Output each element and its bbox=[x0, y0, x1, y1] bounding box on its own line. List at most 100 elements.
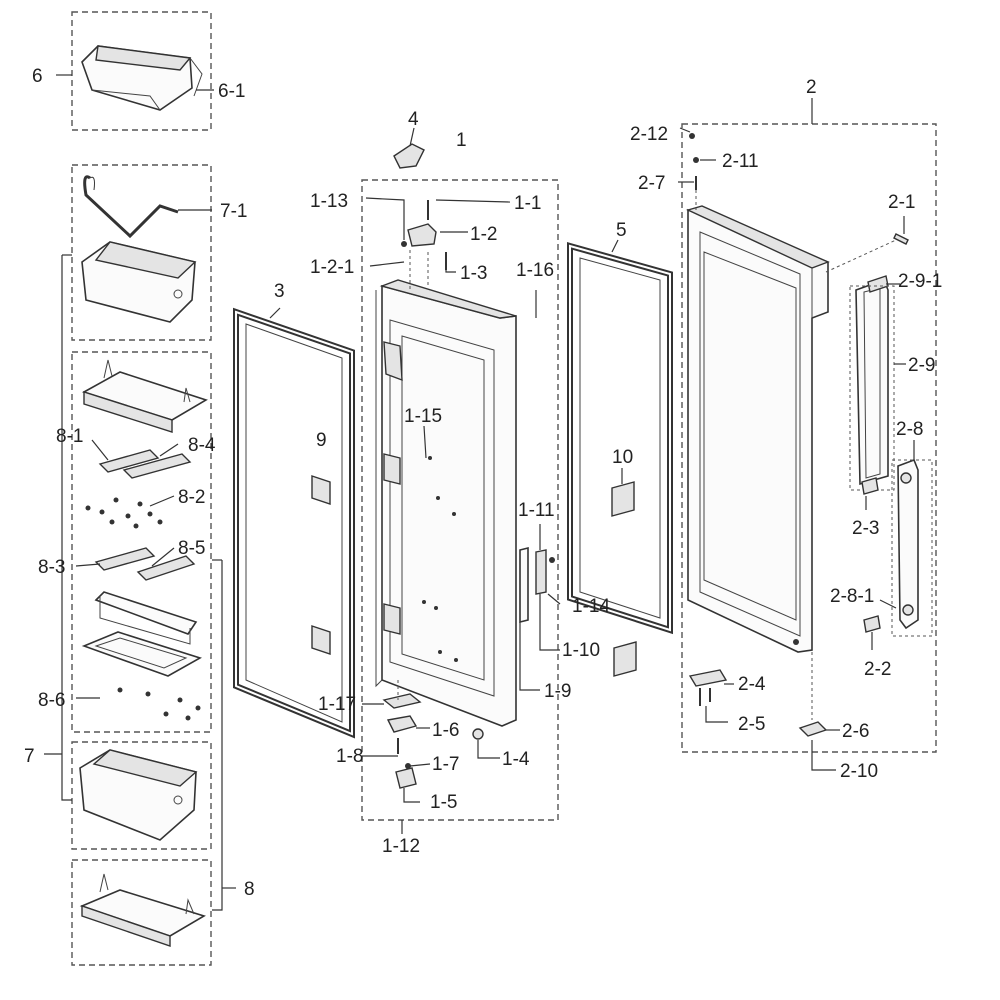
label-2-10: 2-10 bbox=[840, 761, 878, 782]
outer-door-2 bbox=[686, 205, 830, 653]
label-7-1: 7-1 bbox=[220, 201, 247, 222]
door-bin-7-lower bbox=[79, 749, 198, 841]
handle-2-8 bbox=[897, 458, 919, 630]
label-1-13: 1-13 bbox=[310, 191, 348, 212]
door-bin-7-upper bbox=[81, 241, 197, 323]
pin-2-11 bbox=[693, 157, 699, 163]
hinge-cover-4 bbox=[393, 143, 425, 169]
door-gasket-5 bbox=[567, 242, 673, 635]
label-1-2-1: 1-2-1 bbox=[310, 257, 354, 278]
screw-2-1 bbox=[893, 233, 909, 245]
label-6-1: 6-1 bbox=[218, 81, 245, 102]
label-2-4: 2-4 bbox=[738, 674, 766, 695]
label-8-1: 8-1 bbox=[56, 426, 83, 447]
pin-2-12 bbox=[689, 133, 695, 139]
label-10: 10 bbox=[612, 447, 633, 468]
screws-8-2 bbox=[85, 497, 163, 529]
label-8-3: 8-3 bbox=[38, 557, 65, 578]
label-2-8-1: 2-8-1 bbox=[830, 586, 874, 607]
label-1-9: 1-9 bbox=[544, 681, 571, 702]
screws-8-6 bbox=[117, 687, 201, 721]
hinge-cover-2-6 bbox=[798, 721, 828, 737]
hinge-bushing-1-5 bbox=[395, 767, 417, 789]
door-gasket-3 bbox=[233, 307, 355, 739]
group-box-6 bbox=[71, 11, 212, 131]
label-1: 1 bbox=[456, 130, 467, 151]
hinge-1-2 bbox=[407, 223, 437, 247]
bracket-8-1 bbox=[98, 449, 160, 473]
label-2-9-1: 2-9-1 bbox=[898, 271, 942, 292]
label-4: 4 bbox=[408, 109, 419, 130]
label-2-5: 2-5 bbox=[738, 714, 765, 735]
label-5: 5 bbox=[616, 220, 627, 241]
pin-1-13 bbox=[401, 241, 407, 247]
label-2-6: 2-6 bbox=[842, 721, 869, 742]
label-1-4: 1-4 bbox=[502, 749, 530, 770]
label-1-7: 1-7 bbox=[432, 754, 459, 775]
label-8: 8 bbox=[244, 879, 255, 900]
label-1-5: 1-5 bbox=[430, 792, 457, 813]
label-6: 6 bbox=[32, 66, 43, 87]
screws-2-5 bbox=[699, 688, 711, 706]
cap-2-3 bbox=[861, 477, 879, 495]
label-2-3: 2-3 bbox=[852, 518, 879, 539]
hinge-2-4 bbox=[688, 669, 728, 687]
label-1-15: 1-15 bbox=[404, 406, 442, 427]
label-1-17: 1-17 bbox=[318, 694, 356, 715]
label-8-2: 8-2 bbox=[178, 487, 205, 508]
label-2-9: 2-9 bbox=[908, 355, 935, 376]
hinge-1-6 bbox=[386, 715, 418, 733]
label-1-11: 1-11 bbox=[518, 500, 555, 521]
label-1-10: 1-10 bbox=[562, 640, 600, 661]
hinge-plate-9-upper bbox=[311, 475, 331, 505]
cam-1-7 bbox=[405, 763, 411, 769]
bracket-line-8 bbox=[212, 560, 223, 911]
door-shelf-tray bbox=[81, 359, 208, 433]
door-shelf-8-lower bbox=[79, 873, 206, 947]
label-2-12: 2-12 bbox=[630, 124, 668, 145]
label-1-1: 1-1 bbox=[514, 193, 541, 214]
label-3: 3 bbox=[274, 281, 285, 302]
handle-bar-2-9 bbox=[855, 278, 889, 486]
cap-1-11 bbox=[535, 549, 547, 595]
door-body-1 bbox=[375, 279, 517, 727]
label-1-12: 1-12 bbox=[382, 836, 420, 857]
bracket-8-3 bbox=[94, 547, 156, 571]
label-1-6: 1-6 bbox=[432, 720, 459, 741]
label-1-3: 1-3 bbox=[460, 263, 487, 284]
label-2-2: 2-2 bbox=[864, 659, 891, 680]
label-1-14: 1-14 bbox=[572, 596, 610, 617]
label-2: 2 bbox=[806, 77, 817, 98]
label-2-7: 2-7 bbox=[638, 173, 665, 194]
cap-2-2 bbox=[863, 615, 881, 633]
label-8-4: 8-4 bbox=[188, 435, 216, 456]
label-2-8: 2-8 bbox=[896, 419, 923, 440]
label-8-5: 8-5 bbox=[178, 538, 205, 559]
group-box-1 bbox=[361, 179, 559, 821]
label-1-16: 1-16 bbox=[516, 260, 554, 281]
group-box-7 bbox=[71, 164, 212, 341]
label-2-1: 2-1 bbox=[888, 192, 915, 213]
label-1-8: 1-8 bbox=[336, 746, 363, 767]
label-1-2: 1-2 bbox=[470, 224, 497, 245]
bracket-line-7 bbox=[61, 255, 72, 801]
stopper-1-4 bbox=[472, 728, 484, 740]
group-box-7-lower bbox=[71, 741, 212, 850]
hinge-plate-9-lower bbox=[311, 625, 331, 655]
group-box-2 bbox=[681, 123, 937, 753]
label-2-11: 2-11 bbox=[722, 151, 759, 172]
pad-10-upper bbox=[611, 481, 635, 517]
part-labels: 6 6-1 7-1 8-1 8-4 8-2 8-3 8-5 8-6 7 8 3 … bbox=[24, 66, 942, 900]
handle-strip-1-9 bbox=[519, 546, 529, 624]
label-9: 9 bbox=[316, 430, 327, 451]
bin-handle-7-1 bbox=[83, 175, 179, 239]
pad-10-lower bbox=[613, 641, 637, 677]
label-8-6: 8-6 bbox=[38, 690, 65, 711]
bracket-8-4 bbox=[122, 453, 192, 479]
bracket-1-17 bbox=[382, 693, 422, 709]
screw-1-14 bbox=[549, 557, 555, 563]
group-box-8-lower bbox=[71, 859, 212, 966]
bracket-8-5 bbox=[136, 555, 196, 581]
shelf-frame bbox=[81, 591, 202, 677]
